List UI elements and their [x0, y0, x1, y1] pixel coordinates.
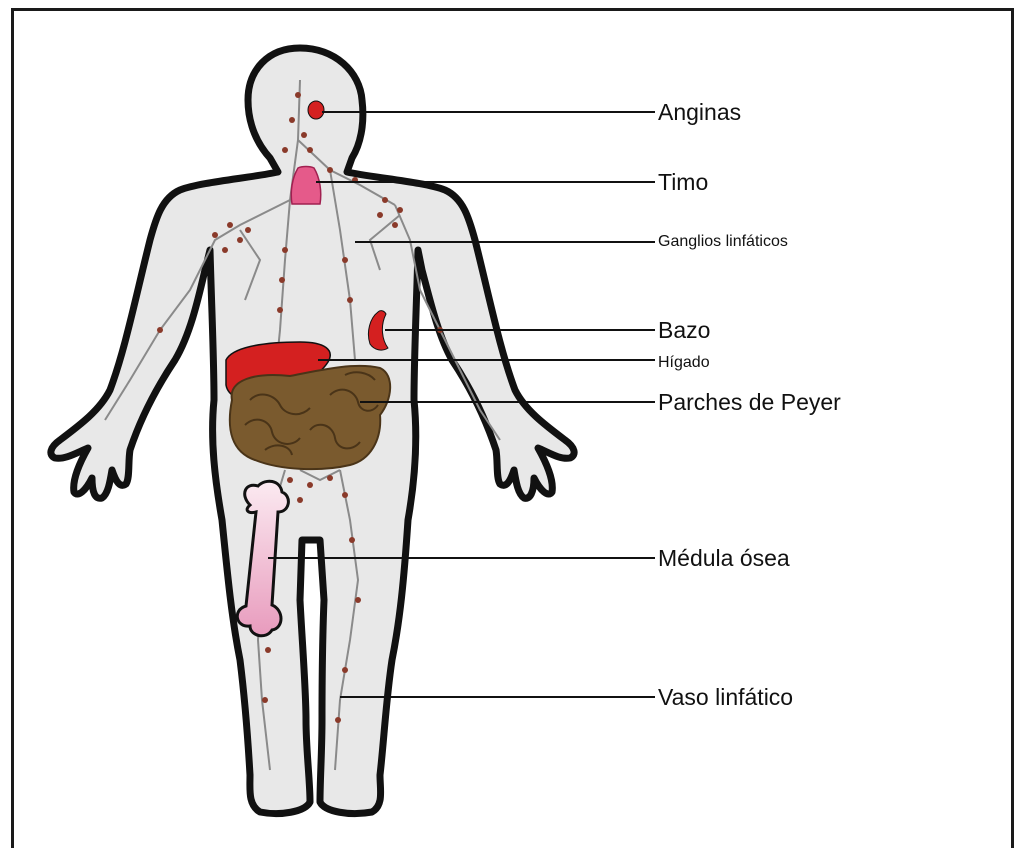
tonsil-icon — [308, 101, 324, 119]
label-timo: Timo — [658, 169, 708, 196]
thymus-icon — [291, 167, 321, 205]
label-medula: Médula ósea — [658, 545, 790, 572]
label-anginas: Anginas — [658, 99, 741, 126]
label-higado: Hígado — [658, 354, 710, 372]
label-parches: Parches de Peyer — [658, 389, 841, 416]
intestine-icon — [230, 366, 390, 469]
label-ganglios: Ganglios linfáticos — [658, 233, 788, 251]
label-vaso: Vaso linfático — [658, 684, 793, 711]
label-bazo: Bazo — [658, 317, 710, 344]
